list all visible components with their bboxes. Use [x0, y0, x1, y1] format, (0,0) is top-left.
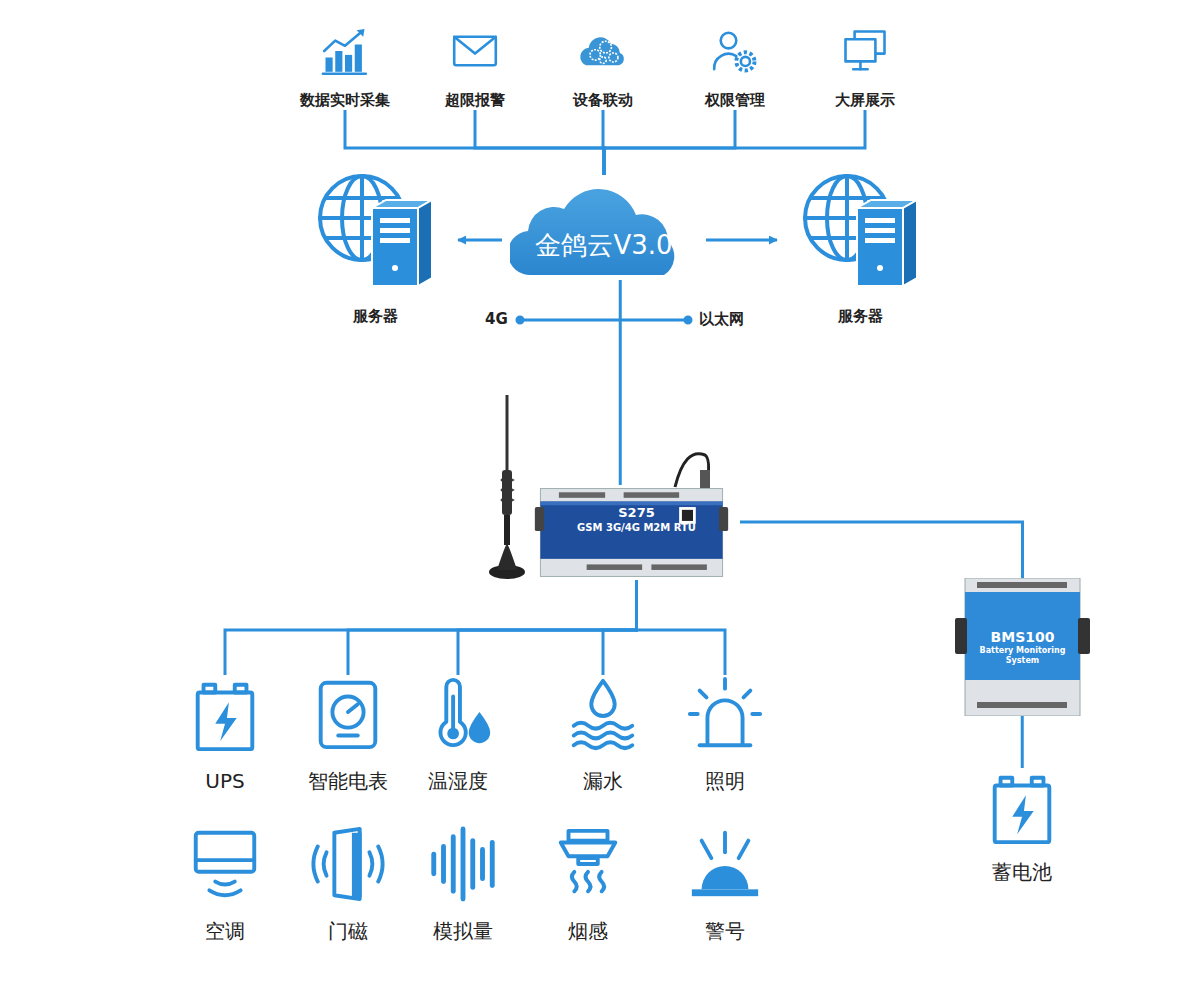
bms-device: BMS100Battery Monitoring System [955, 578, 1090, 716]
device-icon [186, 675, 264, 753]
node-label: 设备联动 [533, 91, 673, 110]
connector [345, 110, 604, 175]
antenna-cable [675, 454, 710, 488]
node-label: 超限报警 [405, 91, 545, 110]
device-icon [419, 675, 497, 753]
icon-node: UPS [170, 675, 280, 793]
icon-node: 设备联动 [533, 25, 673, 110]
icon-node: 照明 [670, 675, 780, 793]
connector [458, 580, 637, 675]
node-label: 照明 [670, 769, 780, 793]
connector [603, 580, 637, 675]
node-label: 空调 [170, 919, 280, 943]
server-node: 服务器 [300, 172, 450, 326]
node-label: UPS [170, 769, 280, 793]
icon-node: 漏水 [548, 675, 658, 793]
device-icon [564, 675, 642, 753]
icon-node: 智能电表 [283, 675, 413, 793]
device-icon [319, 25, 371, 77]
connector [1021, 716, 1024, 768]
node-label: 权限管理 [665, 91, 805, 110]
device-icon [449, 25, 501, 77]
connector [604, 110, 865, 175]
node-label: 智能电表 [283, 769, 413, 793]
device-icon [309, 825, 387, 903]
node-label: 模拟量 [403, 919, 523, 943]
node-label: 服务器 [300, 306, 450, 326]
connector [740, 522, 1023, 578]
icon-node: 蓄电池 [962, 768, 1082, 884]
node-label: 服务器 [785, 306, 935, 326]
icon-node: 数据实时采集 [275, 25, 415, 110]
node-label: BMS100 [955, 628, 1090, 646]
connector [619, 280, 622, 485]
device-icon [839, 25, 891, 77]
node-label: 漏水 [548, 769, 658, 793]
connector [637, 580, 726, 675]
server-node: 服务器 [785, 172, 935, 326]
node-label: 数据实时采集 [275, 91, 415, 110]
icon-node: 烟感 [533, 825, 643, 943]
server-icon [310, 172, 440, 292]
node-label: 温湿度 [398, 769, 518, 793]
icon-node: 超限报警 [405, 25, 545, 110]
icon-node: 模拟量 [403, 825, 523, 943]
node-label: 门磁 [293, 919, 403, 943]
antenna [489, 395, 525, 579]
device-icon [709, 25, 761, 77]
device-icon [186, 825, 264, 903]
network-bus [517, 317, 691, 323]
node-label: 大屏展示 [795, 91, 935, 110]
rtu-device: S275GSM 3G/4G M2M RTU [533, 485, 740, 580]
device-icon [424, 825, 502, 903]
connector [225, 580, 637, 675]
icon-node: 权限管理 [665, 25, 805, 110]
connector [348, 580, 637, 675]
device-icon [577, 25, 629, 77]
device-icon [549, 825, 627, 903]
connector [458, 239, 502, 242]
connector [475, 110, 604, 175]
device-icon [983, 768, 1061, 846]
network-label: 4G [482, 310, 511, 328]
cloud-shape [510, 175, 688, 280]
device-icon [686, 825, 764, 903]
device-icon [686, 675, 764, 753]
device-icon [309, 675, 387, 753]
icon-node: 大屏展示 [795, 25, 935, 110]
cloud-node: 金鸽云V3.0 [510, 175, 698, 280]
icon-node: 门磁 [293, 825, 403, 943]
connector [604, 110, 735, 175]
node-label: GSM 3G/4G M2M RTU [533, 521, 740, 534]
node-label: 蓄电池 [962, 860, 1082, 884]
server-icon [795, 172, 925, 292]
node-label: S275 [533, 505, 740, 521]
icon-node: 空调 [170, 825, 280, 943]
node-label: 金鸽云V3.0 [510, 230, 698, 260]
icon-node: 温湿度 [398, 675, 518, 793]
icon-node: 警号 [670, 825, 780, 943]
network-label: 以太网 [696, 310, 747, 329]
node-label: 烟感 [533, 919, 643, 943]
node-label: Battery Monitoring System [971, 646, 1074, 666]
node-label: 警号 [670, 919, 780, 943]
connector [706, 239, 777, 242]
